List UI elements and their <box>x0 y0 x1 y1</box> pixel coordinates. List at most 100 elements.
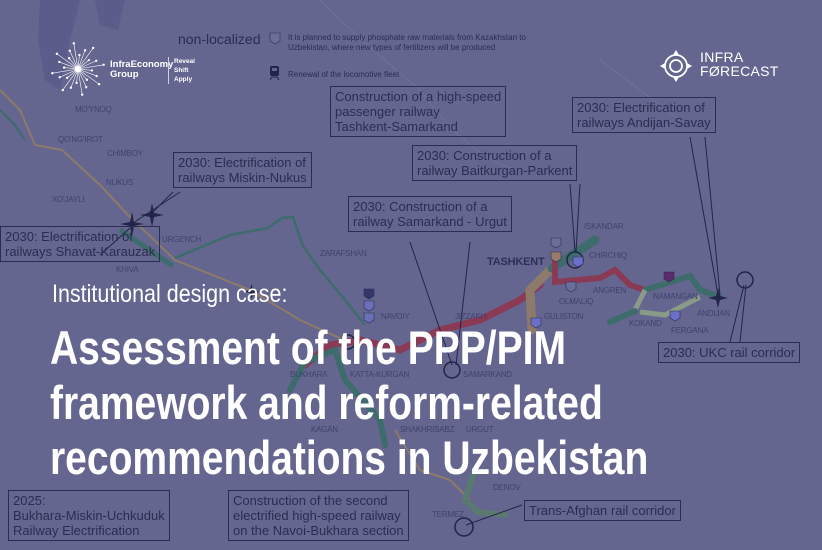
city-iskandar: ISKANDAR <box>584 222 624 231</box>
rail-urgench-zarafshan <box>174 215 366 326</box>
city-chimboy: CHIMBOY <box>107 149 143 158</box>
logo-name-line2: Group <box>110 69 139 80</box>
logo-dot <box>68 49 71 52</box>
logo-ray <box>70 68 79 88</box>
city-jizzakh: JIZZAKH <box>455 312 487 321</box>
legend-item-phosphate: It is planned to supply phosphate raw ma… <box>288 33 526 52</box>
city-namangan: NAMANGAN <box>653 292 698 301</box>
logo-ray <box>77 68 83 95</box>
tagline-apply: Apply <box>174 76 193 83</box>
callout-baitkurgan-parkent: 2030: Construction of a railway Baitkurg… <box>412 145 578 181</box>
legend-shield-icon <box>269 32 281 45</box>
logo-ray <box>77 68 87 88</box>
title-line-3: recommendations in Uzbekistan <box>50 431 649 484</box>
logo-dot <box>58 76 61 79</box>
logo-dot <box>69 86 73 89</box>
callout-tashkent-samarkand: Construction of a high-speed passenger r… <box>330 86 507 137</box>
city-zarafshan: ZARAFSHAN <box>320 249 367 258</box>
city-urgut: URGUT <box>466 425 494 434</box>
aral-sea <box>38 0 125 90</box>
rail-bukhara-samarkand <box>301 281 544 369</box>
logo-dot <box>85 78 89 82</box>
logo-dot <box>65 76 69 80</box>
rail-south <box>394 429 471 501</box>
logo-dot <box>85 86 88 89</box>
title-line-2: framework and reform-related <box>50 376 603 429</box>
city-navoiy: NAVOIY <box>381 312 410 321</box>
project-circle-samarkand <box>443 361 461 379</box>
city-bukhara: BUKHARA <box>290 370 328 379</box>
logo-dot <box>90 69 94 72</box>
logo-ray <box>69 50 79 70</box>
logo-line2: FØRECAST <box>700 63 779 79</box>
logo-dot <box>75 81 78 85</box>
city-kagan: KAGAN <box>311 425 339 434</box>
callout-bukhara-electrification: 2025: Bukhara-Miskin-Uchkuduk Railway El… <box>8 490 170 541</box>
callout-shavat-karauzak: 2030: Electrification of railways Shavat… <box>0 226 161 262</box>
rail-namangan <box>642 272 723 300</box>
rail-northwest <box>0 89 356 346</box>
rail-kokand <box>607 308 638 325</box>
callout-andijan-savay: 2030: Electrification of railways Andija… <box>572 97 716 133</box>
logo-ray <box>52 68 79 74</box>
project-circle-bukhara <box>340 334 356 350</box>
city-nukus: NUKUS <box>106 178 134 187</box>
infraeconomy-logo-icon <box>51 42 105 96</box>
rail-angren <box>552 255 648 293</box>
city-termez: TERMEZ <box>432 510 464 519</box>
logo-ray <box>59 68 79 78</box>
city-denov: DENOV <box>493 483 521 492</box>
star-markers <box>120 203 728 308</box>
city-olmaliq: OLMALIQ <box>559 297 594 306</box>
logo-dot <box>51 71 54 75</box>
tagline-shift: Shift <box>174 67 189 74</box>
logo-ray <box>77 50 86 70</box>
city-chirchiq: CHIRCHIQ <box>589 251 627 260</box>
logo-ray <box>77 47 94 70</box>
logo-dot <box>91 46 95 50</box>
rail-fergana <box>632 288 702 318</box>
logo-ray <box>77 68 97 77</box>
title-line-1: Assessment of the PPP/PIM <box>50 321 566 374</box>
logo-dot <box>95 74 98 78</box>
city-fergana: FERGANA <box>671 326 709 335</box>
logo-dot <box>55 52 59 56</box>
infraforecast-logo-icon <box>660 50 692 82</box>
logo-dot <box>97 82 101 86</box>
city-shakhrisabz: SHAKHRISABZ <box>400 425 455 434</box>
project-circle-termez <box>454 517 474 537</box>
legend-item-locomotive: Renewal of the locomotive fleet <box>288 70 400 79</box>
border-line <box>319 0 681 171</box>
city-moynoq: MO'YNOQ <box>75 105 112 114</box>
logo-line1: INFRA <box>700 49 744 65</box>
logo-dot <box>62 66 66 69</box>
city-qongirot: QO'NG'IROT <box>58 135 103 144</box>
callout-miskin-nukus: 2030: Electrification of railways Miskin… <box>173 152 312 188</box>
legend-train-icon <box>269 66 280 81</box>
city-urgench: URGENCH <box>162 235 202 244</box>
subtitle: Institutional design case: <box>52 280 288 308</box>
city-kattakurgan: KATTA-KURGAN <box>350 370 410 379</box>
rail-green-0 <box>0 109 26 141</box>
callout-samarkand-urgut: 2030: Construction of a railway Samarkan… <box>348 196 512 232</box>
logo-name-line1: InfraEconomy <box>110 59 174 70</box>
legend-title: non-localized <box>178 31 261 47</box>
logo-ray <box>77 60 97 70</box>
logo-dot <box>80 93 84 96</box>
logo-dot <box>58 60 61 64</box>
logo-dot <box>95 59 98 62</box>
logo-ray <box>59 61 79 70</box>
logo-ray <box>77 64 104 70</box>
callout-navoi-bukhara: Construction of the second electrified h… <box>228 490 409 541</box>
rail-termez <box>461 467 508 518</box>
callout-leaders <box>99 136 747 526</box>
logo-dot <box>61 88 65 92</box>
tagline-reveal: Reveal <box>174 58 195 65</box>
logo-dot <box>67 56 71 60</box>
callout-ukc: 2030: UKC rail corridor <box>658 342 801 363</box>
rail-tashkent-guliston <box>525 260 560 335</box>
city-angren: ANGREN <box>593 286 627 295</box>
